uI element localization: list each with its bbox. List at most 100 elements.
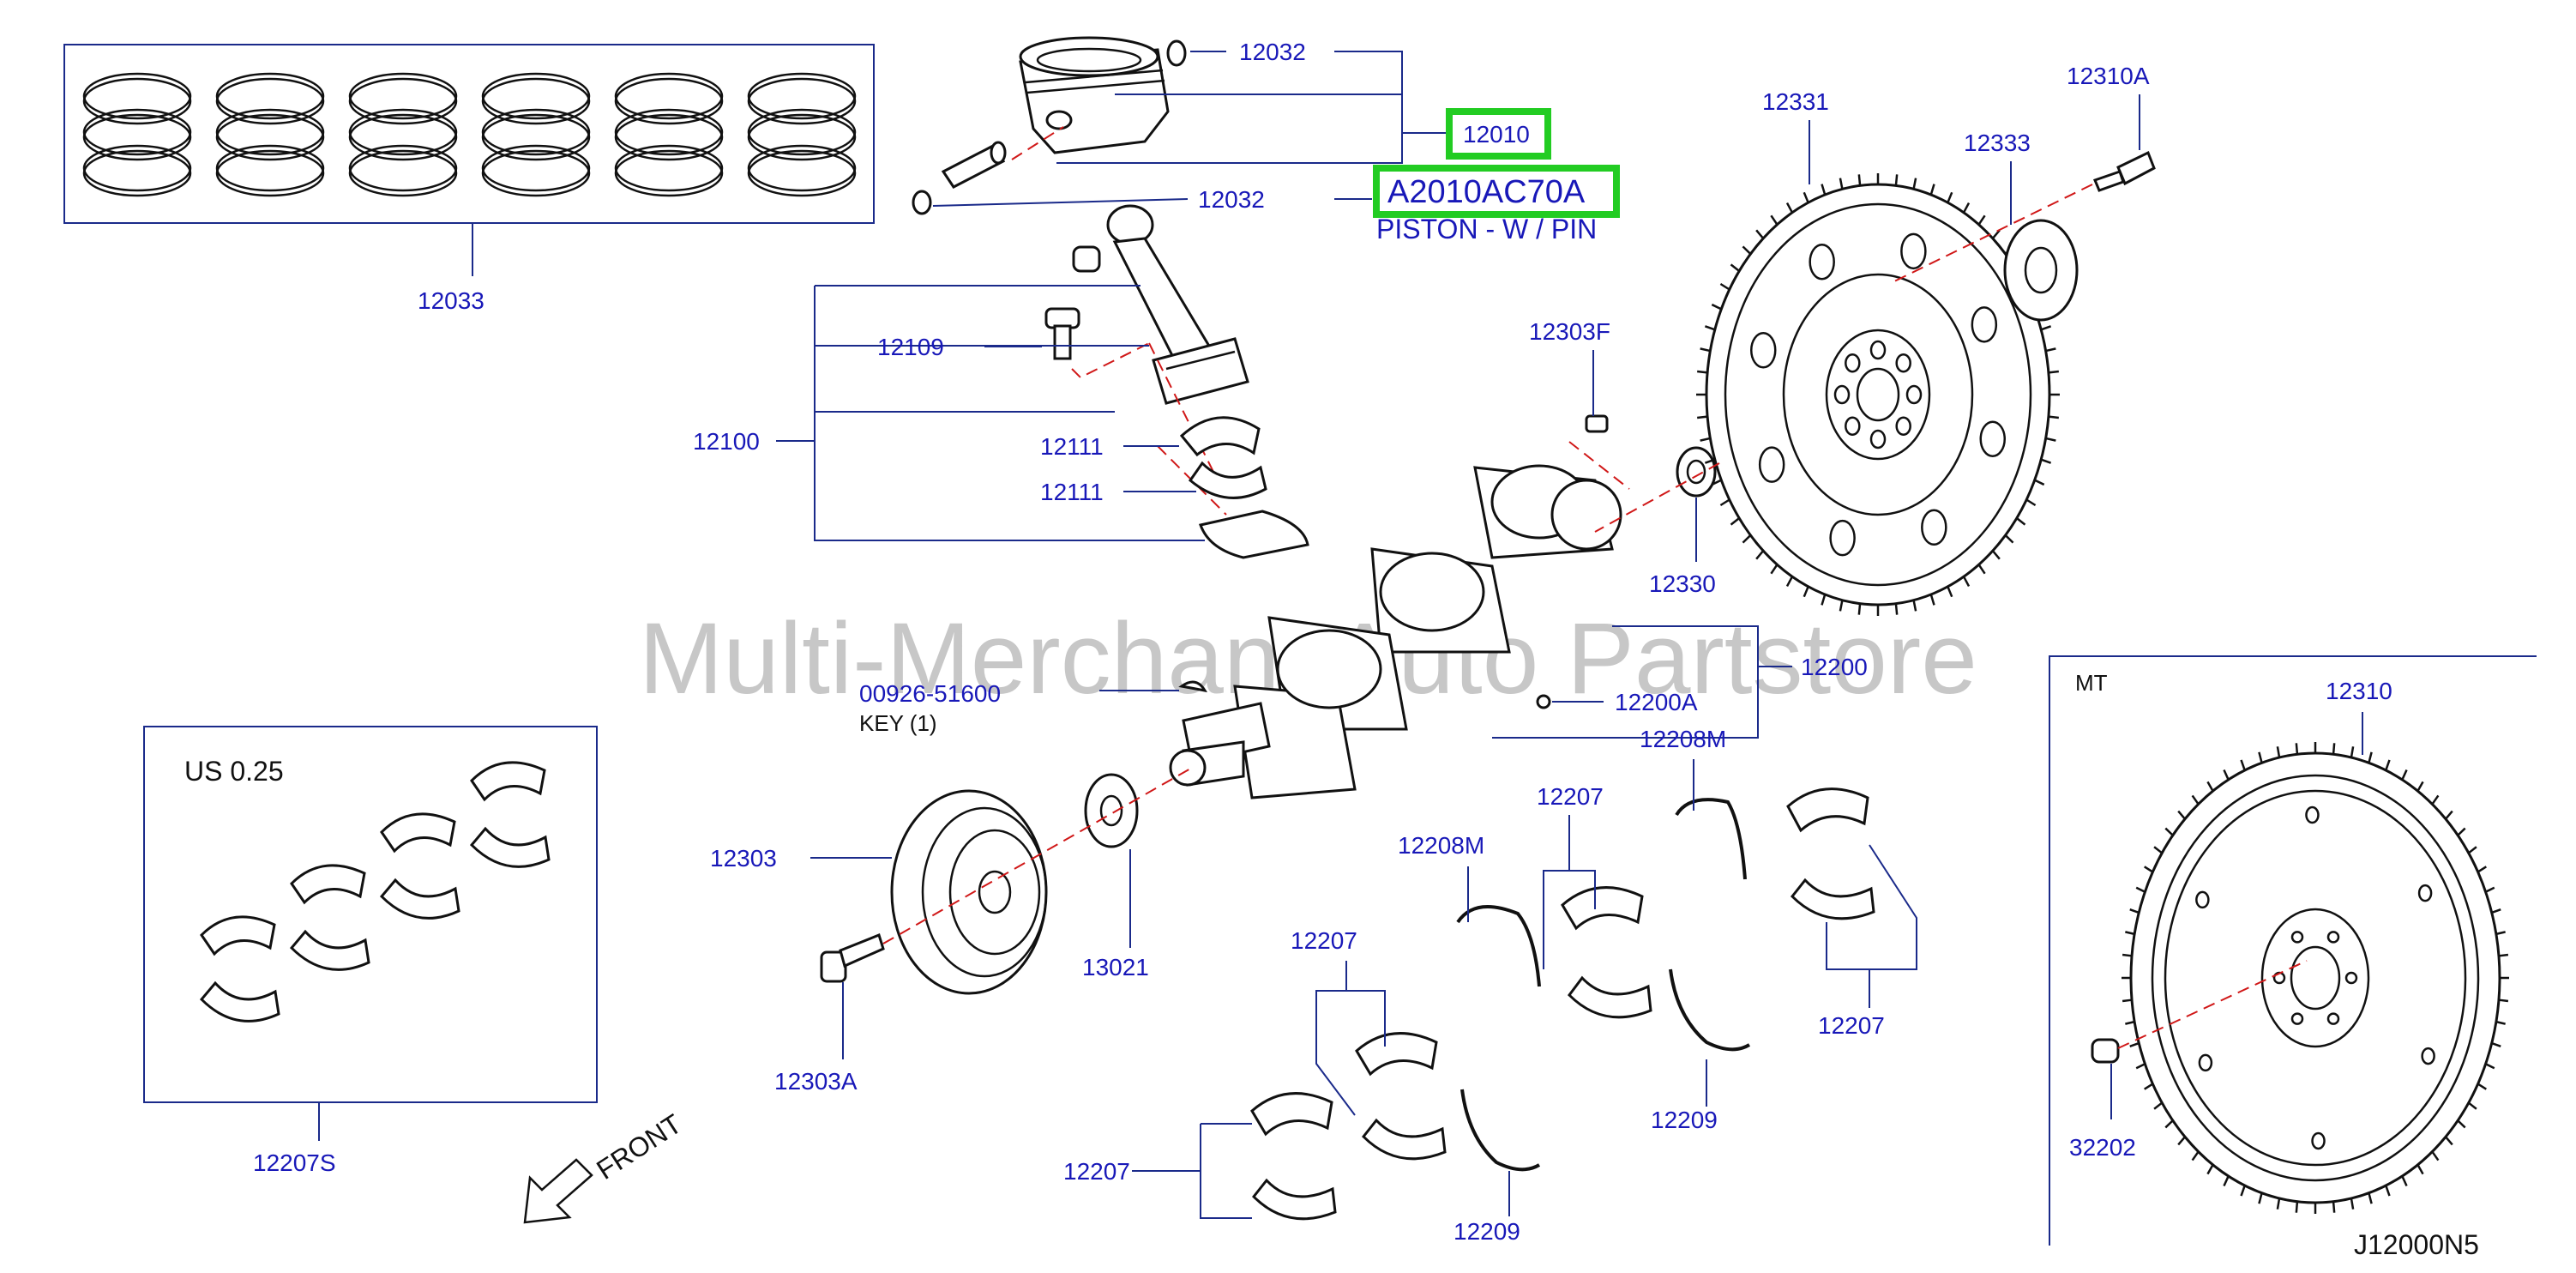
label-12109[interactable]: 12109 <box>877 334 944 360</box>
snap-ring-bottom[interactable] <box>912 190 932 215</box>
ring-gear-tooth <box>2125 1020 2135 1025</box>
ring-gear-tooth <box>1857 174 1862 186</box>
rod-bolt-12109[interactable] <box>1044 307 1080 360</box>
label-12333[interactable]: 12333 <box>1964 130 2031 156</box>
label-12209-a[interactable]: 12209 <box>1651 1107 1718 1133</box>
connecting-rod-12100[interactable] <box>1106 204 1249 405</box>
label-12200A[interactable]: 12200A <box>1615 689 1698 715</box>
label-12207-d[interactable]: 12207 <box>1818 1012 1885 1039</box>
label-12310[interactable]: 12310 <box>2326 678 2392 704</box>
label-12032-bottom[interactable]: 12032 <box>1198 186 1265 213</box>
main-bearing-12207-b[interactable] <box>1786 787 1875 920</box>
rod-cap[interactable] <box>1199 510 1309 559</box>
crank-sprocket-13021[interactable] <box>1084 773 1139 848</box>
flywheel-12331[interactable] <box>1696 173 2060 616</box>
pilot-bushing-12330[interactable] <box>1676 446 1717 498</box>
crank-plug-12303F[interactable] <box>1585 414 1609 433</box>
rod-bushing[interactable] <box>1072 245 1101 273</box>
piston-ring-edge <box>614 149 724 197</box>
label-12209-b[interactable]: 12209 <box>1454 1218 1520 1245</box>
bolt-hole <box>2344 971 2358 985</box>
label-12010[interactable]: 12010 <box>1463 121 1530 148</box>
piston-ring <box>614 72 724 120</box>
label-12331[interactable]: 12331 <box>1762 88 1829 115</box>
label-12200[interactable]: 12200 <box>1801 654 1868 680</box>
undersize-bearing-set-12207S[interactable] <box>143 726 598 1103</box>
ring-gear-tooth <box>2122 953 2133 957</box>
label-12303F[interactable]: 12303F <box>1529 318 1610 345</box>
label-12111-a[interactable]: 12111 <box>1040 433 1104 460</box>
ring-gear-tooth <box>2445 810 2453 820</box>
piston-12010[interactable] <box>1019 36 1170 154</box>
ring-gear-tooth <box>1894 603 1899 615</box>
piston-ring <box>481 72 591 120</box>
piston-ring-edge <box>215 113 325 161</box>
crank-pulley-12303[interactable] <box>890 789 1048 995</box>
ring-gear-tooth <box>1929 594 1935 606</box>
flywheel-12310[interactable] <box>2122 742 2509 1214</box>
label-12033[interactable]: 12033 <box>418 287 485 314</box>
piston-ring-edge <box>215 77 325 125</box>
main-bearing-12207-d[interactable] <box>1250 1092 1337 1221</box>
ring-gear-tooth <box>2135 886 2146 893</box>
reinforcement-plate-12333[interactable] <box>2003 219 2079 322</box>
selected-part-number[interactable]: A2010AC70A <box>1387 174 1586 210</box>
main-bearing-12207-a[interactable] <box>1561 886 1652 1019</box>
thrust-washer-12208M-a[interactable] <box>1456 905 1541 987</box>
piston-ring-edge <box>82 113 192 161</box>
snap-ring-top[interactable] <box>1166 39 1187 67</box>
thrust-washer-12208M-b[interactable] <box>1675 798 1747 880</box>
ring-gear-tooth <box>1704 325 1716 331</box>
woodruff-key[interactable] <box>1178 680 1207 693</box>
label-00926-51600[interactable]: 00926-51600 <box>859 680 1001 707</box>
clutch-hole <box>2195 890 2210 909</box>
label-32202[interactable]: 32202 <box>2069 1134 2136 1161</box>
bolt-hole <box>1869 429 1887 449</box>
crank-pin-12200A[interactable] <box>1536 694 1551 709</box>
label-12330[interactable]: 12330 <box>1649 570 1716 597</box>
label-12303A[interactable]: 12303A <box>774 1068 858 1095</box>
ring-gear-tooth <box>1991 550 2001 560</box>
piston-ring-edge <box>747 149 857 197</box>
ring-gear-tooth <box>1770 214 1779 226</box>
ring-gear-tooth <box>1929 184 1935 196</box>
ring-gear-tooth <box>2135 1063 2146 1070</box>
rod-bearing-lower-12111[interactable] <box>1188 461 1267 499</box>
label-12208M-a[interactable]: 12208M <box>1398 832 1484 859</box>
piston-ring-set-12033[interactable] <box>63 44 875 224</box>
ring-gear-tooth <box>2206 781 2214 792</box>
label-12207-a[interactable]: 12207 <box>1537 783 1604 810</box>
ring-gear-tooth <box>2258 751 2263 763</box>
pulley-bolt-12303A[interactable] <box>820 933 885 983</box>
label-12032-top[interactable]: 12032 <box>1239 39 1306 65</box>
piston-ring-edge <box>348 113 458 161</box>
pilot-bushing-32202[interactable] <box>2091 1038 2120 1064</box>
label-12111-b[interactable]: 12111 <box>1040 479 1104 505</box>
label-12310A[interactable]: 12310A <box>2067 63 2150 89</box>
ring-gear-tooth <box>1821 594 1827 606</box>
label-12303[interactable]: 12303 <box>710 845 777 872</box>
rod-bearing-upper-12111[interactable] <box>1179 416 1261 457</box>
flywheel-bolt-12310A[interactable] <box>2093 150 2156 192</box>
label-12100[interactable]: 12100 <box>693 428 760 455</box>
ring-gear-tooth <box>1977 564 1986 575</box>
lightening-hole <box>1829 519 1856 557</box>
ring-gear-tooth <box>2417 1164 2424 1175</box>
label-12208M-b[interactable]: 12208M <box>1640 726 1726 752</box>
piston-ring <box>481 144 591 192</box>
crankshaft-12200[interactable] <box>1169 464 1622 799</box>
label-12207S[interactable]: 12207S <box>253 1149 336 1176</box>
ring-gear-tooth <box>1947 586 1953 598</box>
bolt-hole <box>2290 931 2304 944</box>
thrust-washer-12209-b[interactable] <box>1460 1089 1541 1172</box>
ring-gear-tooth <box>2495 1020 2506 1025</box>
label-12207-b[interactable]: 12207 <box>1291 927 1357 954</box>
ring-gear-tooth <box>2144 1083 2154 1090</box>
label-12207-c[interactable]: 12207 <box>1063 1158 1130 1185</box>
ring-gear-tooth <box>2045 347 2056 353</box>
label-13021[interactable]: 13021 <box>1082 954 1149 980</box>
thrust-washer-12209-a[interactable] <box>1669 968 1751 1052</box>
diagram-code: J12000N5 <box>2354 1229 2479 1260</box>
piston-pin[interactable] <box>941 141 1007 189</box>
main-bearing-12207-c[interactable] <box>1355 1032 1447 1161</box>
